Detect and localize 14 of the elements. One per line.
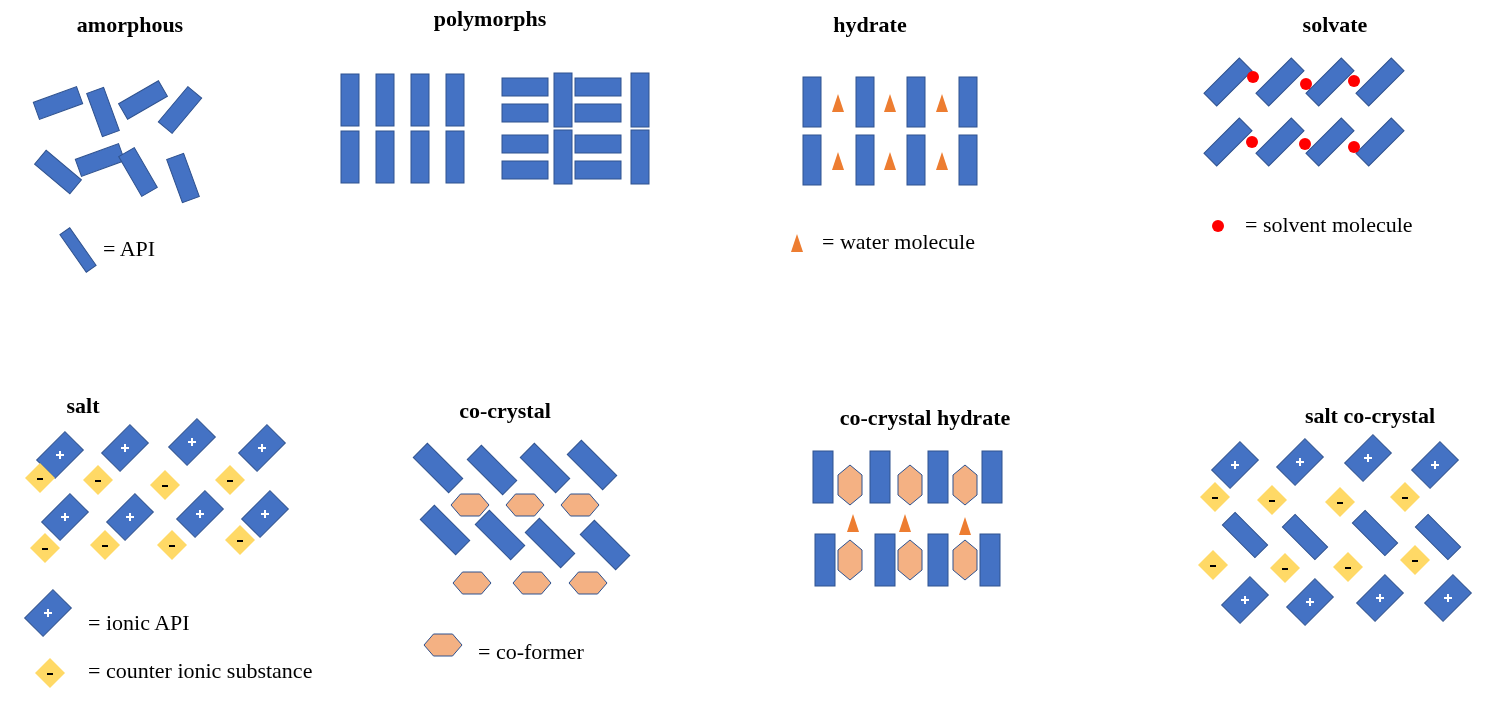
- panel-title: salt: [66, 393, 100, 419]
- legend-text: = solvent molecule: [1245, 212, 1413, 238]
- legend-text: = API: [103, 236, 156, 262]
- panel-title: co-crystal: [459, 398, 551, 424]
- legend-text: = co-former: [478, 639, 584, 665]
- panel-title: solvate: [1302, 12, 1368, 38]
- panel-title: salt co-crystal: [1304, 403, 1436, 429]
- panel-title: hydrate: [833, 12, 907, 38]
- panel-title: polymorphs: [433, 6, 547, 32]
- panel-title: amorphous: [76, 12, 184, 38]
- panel-title: co-crystal hydrate: [839, 405, 1011, 431]
- legend-text: = water molecule: [822, 229, 975, 255]
- legend-text: = counter ionic substance: [88, 658, 313, 684]
- legend-text: = ionic API: [88, 610, 190, 636]
